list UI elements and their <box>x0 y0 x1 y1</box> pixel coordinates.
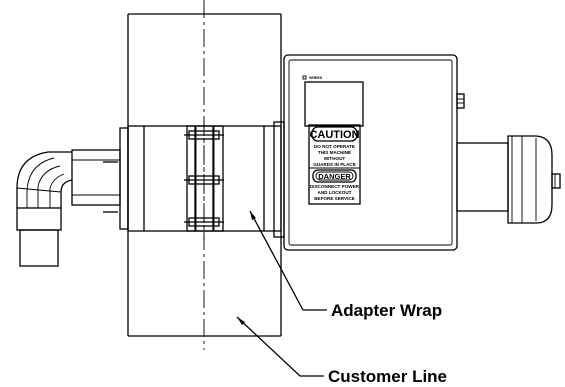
motor <box>456 135 561 224</box>
danger-line-3: BEFORE SERVICE <box>314 196 355 201</box>
elbow-inlet <box>16 149 121 267</box>
maker-plate-label: SERIES <box>309 76 323 80</box>
machine-housing <box>273 54 465 251</box>
adapter-wrap-bolts <box>184 126 224 231</box>
caution-title: CAUTION <box>309 129 359 141</box>
danger-line-2: AND LOCKOUT <box>318 190 352 195</box>
customer-line-label: Customer Line <box>328 367 447 386</box>
caution-sign: CAUTION DO NOT OPERATE THIS MACHINE WITH… <box>308 124 361 205</box>
adapter-wrap-label: Adapter Wrap <box>331 301 442 320</box>
danger-title: DANGER <box>318 172 351 181</box>
danger-line-1: DISCONNECT POWER <box>310 184 360 189</box>
maker-plate: SERIES <box>302 75 364 127</box>
caution-line-2: THIS MACHINE <box>318 150 351 155</box>
caution-line-1: DO NOT OPERATE <box>314 144 355 149</box>
adapter-wrap-callout: Adapter Wrap <box>249 210 442 320</box>
customer-line-callout: Customer Line <box>236 316 447 386</box>
caution-line-3: WITHOUT <box>324 156 346 161</box>
caution-line-4: GUARDS IN PLACE <box>313 162 356 167</box>
customer-line-pipe <box>127 0 282 350</box>
adapter-wrap <box>119 118 282 240</box>
